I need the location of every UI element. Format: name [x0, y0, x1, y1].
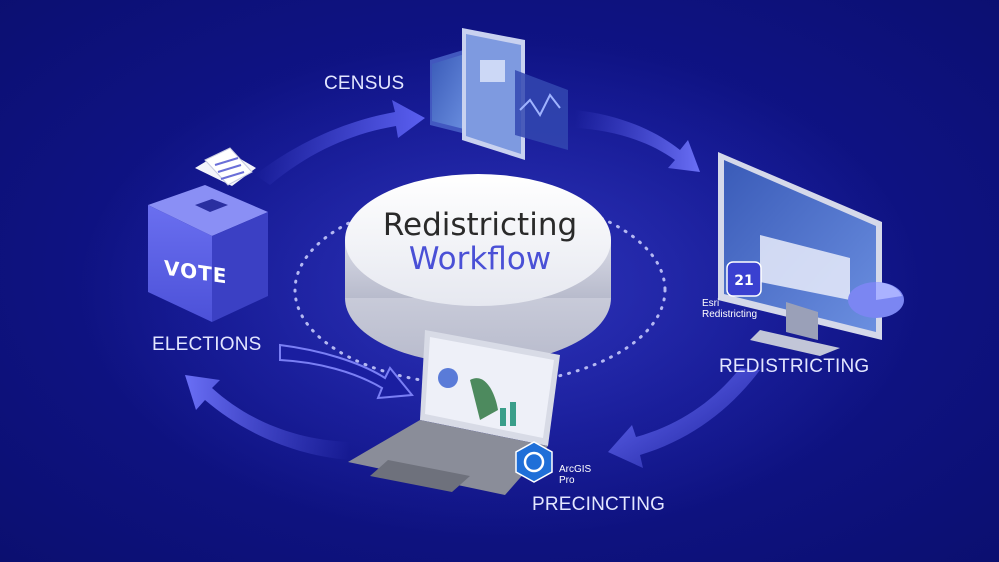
arrow-elections-to-laptop — [279, 343, 414, 400]
arrow-census-to-redistricting — [575, 110, 700, 172]
esri-caption-line2: Redistricting — [702, 309, 758, 320]
esri-caption-line1: Esri — [702, 298, 720, 309]
svg-text:21: 21 — [734, 273, 753, 289]
stage-label-census: CENSUS — [324, 73, 405, 94]
center-title: Redistricting Workflow — [360, 208, 600, 276]
arcgis-pro-caption: ArcGIS Pro — [559, 464, 591, 486]
title-line-1: Redistricting — [382, 207, 578, 243]
arrow-precincting-to-elections — [185, 375, 350, 460]
center-disk — [345, 174, 611, 364]
title-line-2: Workflow — [408, 241, 552, 277]
ballot-box-illustration — [148, 147, 268, 322]
stage-label-precincting: PRECINCTING — [532, 494, 666, 515]
arcgis-caption-line1: ArcGIS — [559, 464, 592, 475]
laptop-illustration — [348, 330, 560, 495]
arrow-redistricting-to-precincting — [608, 368, 760, 468]
esri-redistricting-caption: Esri Redistricting — [702, 298, 757, 320]
stage-label-elections: ELECTIONS — [152, 334, 262, 355]
esri-redistricting-logo: 21 — [726, 261, 762, 297]
arrow-elections-to-census — [255, 100, 425, 185]
stage-label-redistricting: REDISTRICTING — [719, 356, 870, 377]
census-screens-illustration — [430, 28, 568, 160]
arcgis-pro-logo — [515, 441, 553, 483]
arcgis-caption-line2: Pro — [559, 475, 575, 486]
